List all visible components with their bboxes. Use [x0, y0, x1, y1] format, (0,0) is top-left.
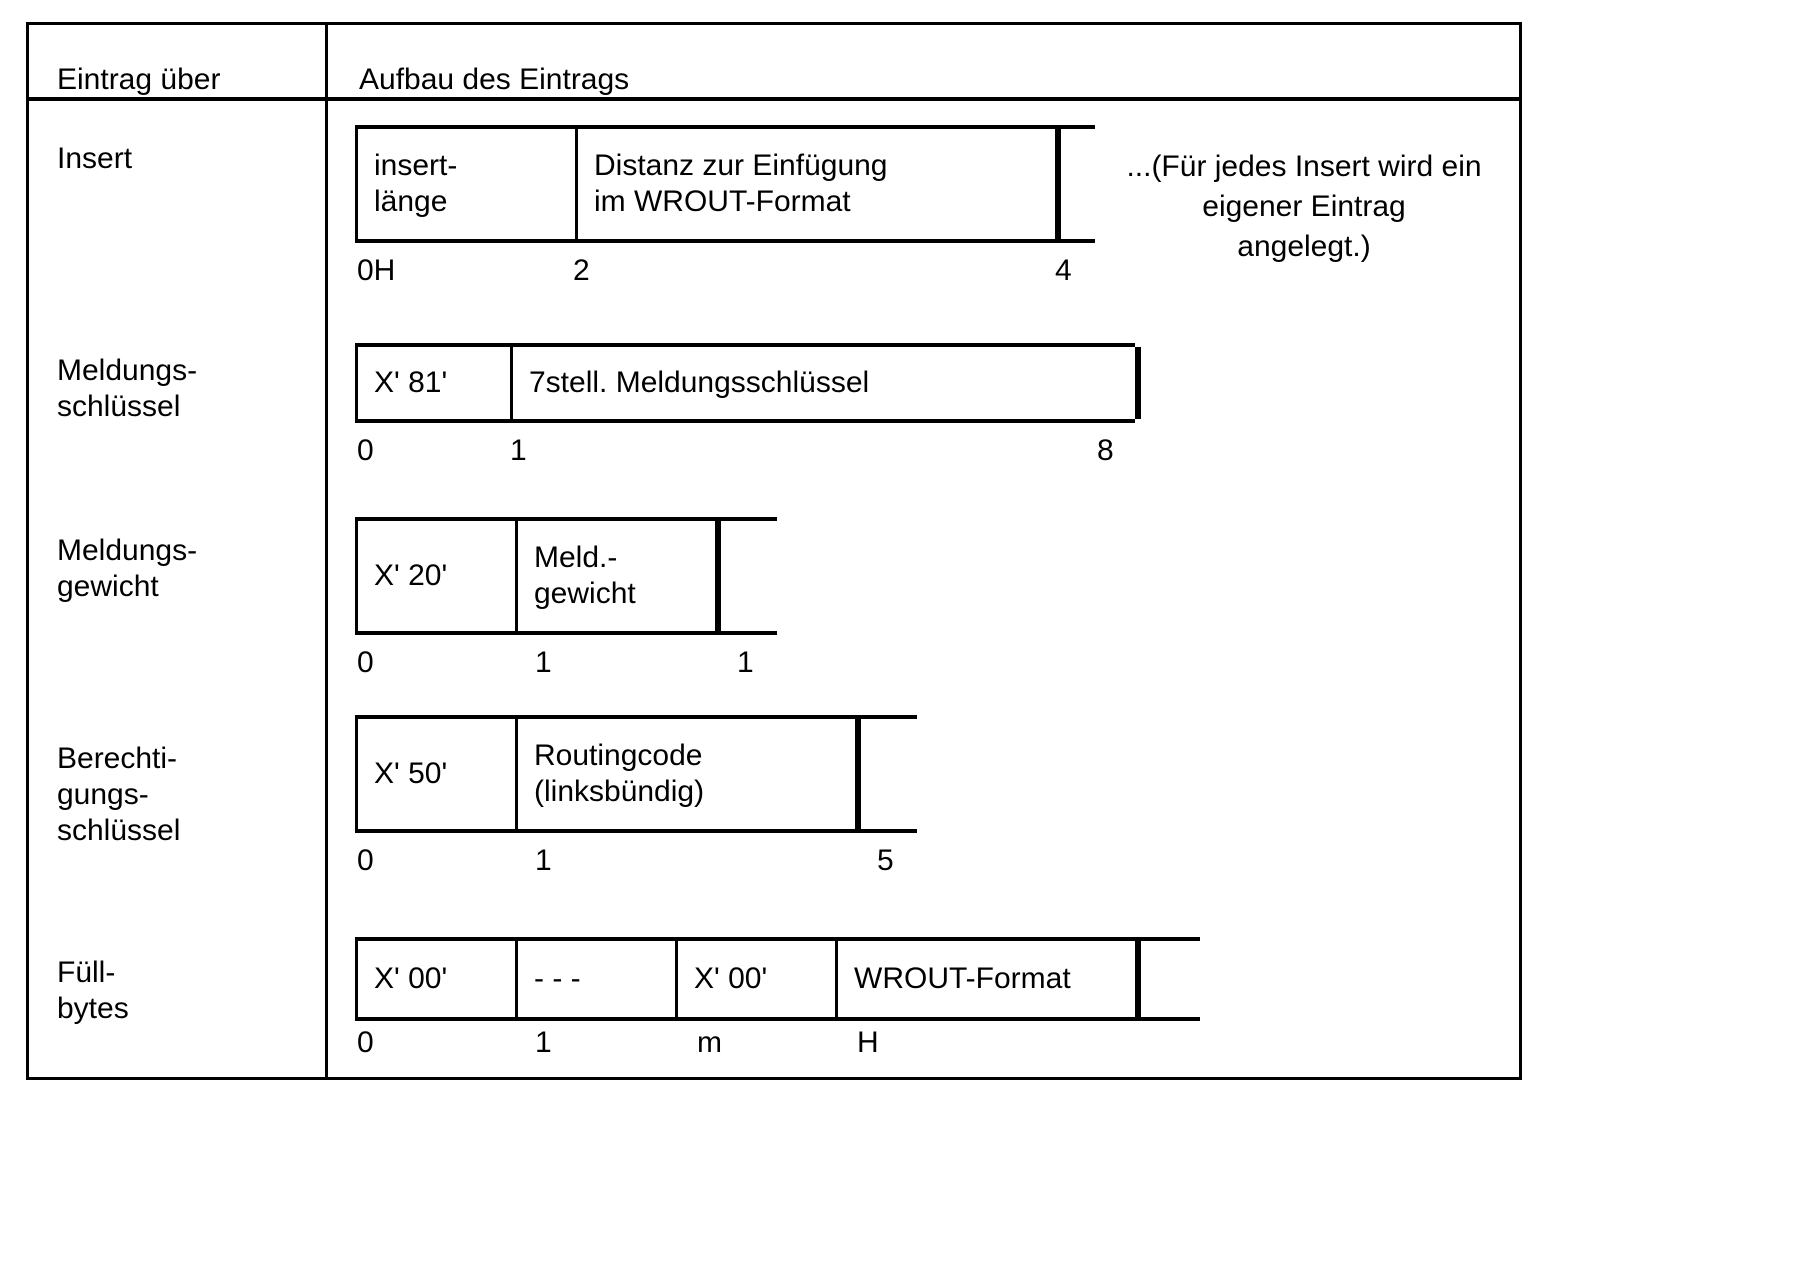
note-insert: ...(Für jedes Insert wird ein eigener Ei…: [1126, 150, 1482, 263]
row-label-fuellbytes: Füll- bytes: [57, 956, 129, 1025]
field-label: Distanz zur Einfügung im WROUT-Format: [594, 149, 888, 218]
field-box: X' 81': [355, 347, 510, 419]
ruler-tick-label: 0: [357, 646, 374, 679]
strip-top-rule: [355, 517, 777, 521]
field-label: WROUT-Format: [854, 962, 1071, 995]
strip-top-rule: [355, 937, 1200, 941]
field-boxes: insert- länge Distanz zur Einfügung im W…: [355, 129, 1061, 239]
field-label: X' 00': [694, 962, 768, 995]
diagram-insert: insert- länge Distanz zur Einfügung im W…: [355, 125, 1095, 243]
ruler-tick-label: 0: [357, 434, 374, 467]
strip-bottom-rule: [355, 239, 1095, 243]
row-label-meldungsgewicht: Meldungs- gewicht: [57, 534, 198, 603]
diagram-meldungsgewicht: X' 20' Meld.- gewicht: [355, 517, 777, 635]
diagram-berechtigungsschluessel: X' 50' Routingcode (linksbündig): [355, 715, 917, 833]
strip-top-rule: [355, 343, 1135, 347]
field-label: Routingcode (linksbündig): [534, 739, 705, 808]
field-label: 7stell. Meldungsschlüssel: [529, 366, 870, 399]
field-box: Distanz zur Einfügung im WROUT-Format: [575, 129, 1055, 239]
ruler-meldungsschluessel: 0 1 8: [355, 433, 1155, 473]
field-label: Meld.- gewicht: [534, 541, 636, 610]
field-boxes: X' 81' 7stell. Meldungsschlüssel: [355, 347, 1141, 419]
ruler-tick-label: H: [857, 1026, 879, 1059]
ruler-tick-label: 0: [357, 844, 374, 877]
field-box: WROUT-Format: [835, 941, 1135, 1017]
column-header-entry-via: Eintrag über: [57, 63, 221, 96]
field-box: X' 20': [355, 521, 515, 631]
ruler-tick-label: 8: [1097, 434, 1114, 467]
field-box-endcap: [1135, 941, 1141, 1017]
ruler-tick-label: 0: [357, 1026, 374, 1059]
field-boxes: X' 20' Meld.- gewicht: [355, 521, 721, 631]
field-box: 7stell. Meldungsschlüssel: [510, 347, 1135, 419]
field-box: X' 00': [675, 941, 835, 1017]
ruler-fuellbytes: 0 1 m H: [355, 1025, 1215, 1065]
field-box: - - -: [515, 941, 675, 1017]
field-label: X' 81': [374, 366, 448, 399]
ruler-tick-label: 1: [510, 434, 527, 467]
ruler-tick-label: m: [697, 1026, 722, 1059]
field-box-endcap: [855, 719, 861, 829]
field-label: X' 50': [374, 757, 448, 790]
ruler-tick-label: 1: [535, 844, 552, 877]
ruler-tick-label: 4: [1055, 254, 1072, 287]
strip-bottom-rule: [355, 631, 777, 635]
field-box-endcap: [1135, 347, 1141, 419]
field-boxes: X' 50' Routingcode (linksbündig): [355, 719, 861, 829]
strip-bottom-rule: [355, 1017, 1200, 1021]
header-rule: [29, 97, 1519, 101]
field-box-endcap: [1055, 129, 1061, 239]
field-label: X' 00': [374, 962, 448, 995]
column-divider: [325, 25, 328, 1077]
ruler-meldungsgewicht: 0 1 1: [355, 645, 795, 685]
ruler-tick-label: 1: [535, 646, 552, 679]
column-header-entry-structure: Aufbau des Eintrags: [359, 63, 630, 96]
field-box: X' 50': [355, 719, 515, 829]
field-box-endcap: [715, 521, 721, 631]
ruler-tick-label: 1: [737, 646, 754, 679]
field-label: - - -: [534, 962, 581, 995]
ruler-insert: 0H 2 4: [355, 253, 1115, 293]
field-boxes: X' 00' - - - X' 00' WROUT-Format: [355, 941, 1141, 1017]
field-box: Meld.- gewicht: [515, 521, 715, 631]
row-label-berechtigungsschluessel: Berechti- gungs- schlüssel: [57, 742, 181, 847]
strip-top-rule: [355, 125, 1095, 129]
ruler-tick-label: 0H: [357, 254, 396, 287]
field-box: X' 00': [355, 941, 515, 1017]
field-box: Routingcode (linksbündig): [515, 719, 855, 829]
strip-top-rule: [355, 715, 917, 719]
ruler-tick-label: 1: [535, 1026, 552, 1059]
ruler-berechtigungsschluessel: 0 1 5: [355, 843, 935, 883]
diagram-meldungsschluessel: X' 81' 7stell. Meldungsschlüssel: [355, 343, 1141, 423]
strip-bottom-rule: [355, 829, 917, 833]
field-box: insert- länge: [355, 129, 575, 239]
row-label-meldungsschluessel: Meldungs- schlüssel: [57, 354, 198, 423]
ruler-tick-label: 5: [877, 844, 894, 877]
field-label: insert- länge: [374, 149, 458, 218]
field-label: X' 20': [374, 559, 448, 592]
entry-structure-table: Eintrag über Aufbau des Eintrags Insert …: [26, 22, 1522, 1080]
ruler-tick-label: 2: [573, 254, 590, 287]
row-label-insert: Insert: [57, 142, 133, 175]
strip-bottom-rule: [355, 419, 1135, 423]
diagram-fuellbytes: X' 00' - - - X' 00' WROUT-Format: [355, 937, 1200, 1021]
